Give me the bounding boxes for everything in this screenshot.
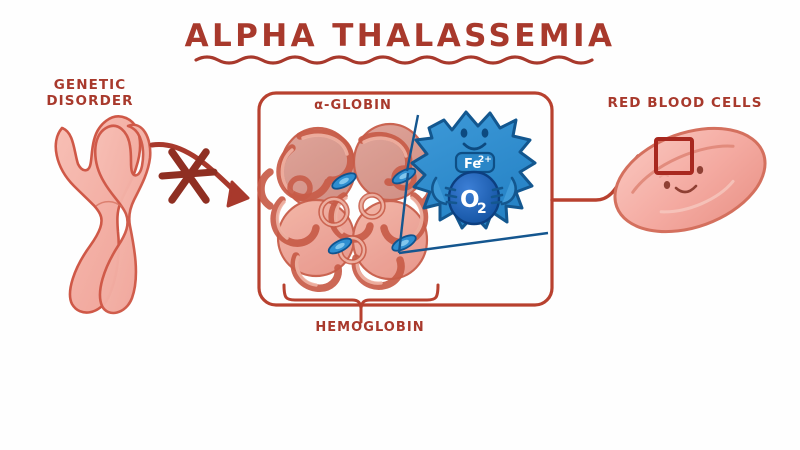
blocked-arrow bbox=[149, 142, 250, 208]
hemoglobin-bracket bbox=[282, 283, 440, 324]
red-blood-cells-label: RED BLOOD CELLS bbox=[607, 95, 763, 111]
iron-badge: Fe 2+ bbox=[454, 151, 496, 174]
iron-symbol-text: Fe bbox=[464, 157, 481, 172]
alpha-globin-label: α-GLOBIN bbox=[314, 98, 392, 113]
chromosome-graphic bbox=[54, 115, 152, 315]
red-blood-cell-graphic bbox=[613, 126, 767, 234]
heme-group-discs bbox=[327, 167, 417, 255]
oxygen-molecule: O 2 bbox=[447, 170, 501, 226]
rbc-eye-left bbox=[663, 181, 671, 189]
genetic-disorder-label: GENETIC DISORDER bbox=[46, 77, 134, 109]
cross-out-mark bbox=[158, 148, 218, 204]
iron-charge-text: 2+ bbox=[478, 155, 492, 165]
heme-smile bbox=[462, 142, 487, 151]
hemoglobin-label: HEMOGLOBIN bbox=[315, 320, 425, 335]
page-title: ALPHA THALASSEMIA bbox=[184, 18, 616, 54]
oxygen-subscript-text: 2 bbox=[477, 201, 487, 217]
heme-arms bbox=[431, 176, 517, 206]
heme-eye-left bbox=[460, 128, 468, 138]
rbc-eye-right bbox=[696, 166, 704, 174]
rbc-highlight-square bbox=[654, 137, 694, 175]
heme-eye-right bbox=[481, 128, 489, 138]
title-underline bbox=[194, 55, 594, 65]
magnification-callout-lines bbox=[397, 114, 549, 255]
rbc-smile bbox=[674, 184, 698, 194]
heme-character-graphic: Fe 2+ O 2 bbox=[410, 110, 537, 230]
oxygen-symbol-text: O bbox=[460, 187, 480, 213]
